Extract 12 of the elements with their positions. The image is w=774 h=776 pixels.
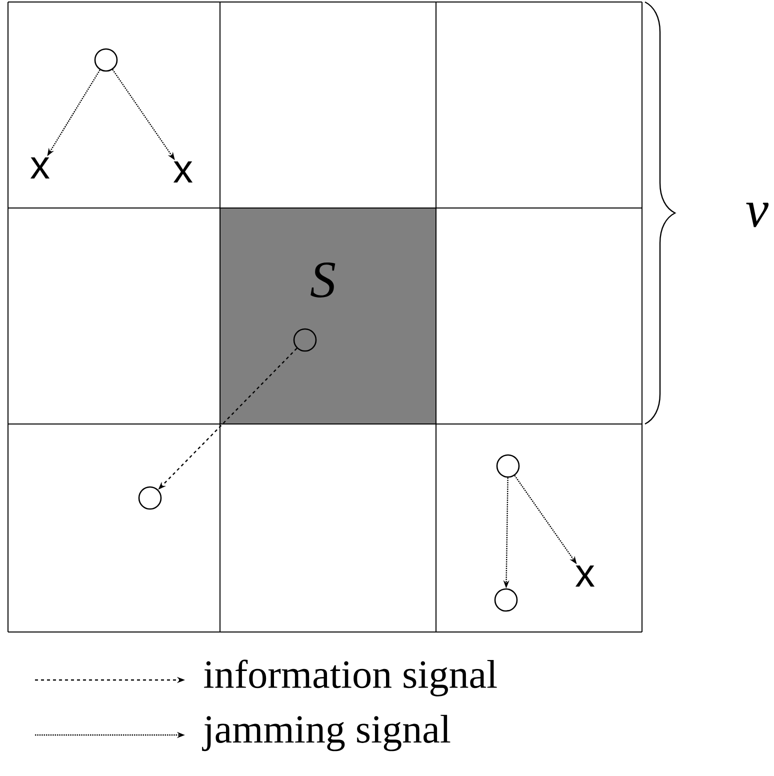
- legend-text: information signal: [204, 660, 497, 696]
- brace-label: v: [746, 202, 769, 228]
- circle-marker: [138, 486, 162, 510]
- x-marker: x: [30, 157, 50, 179]
- legend-text: jamming signal: [202, 714, 450, 752]
- cell-label: S: [310, 262, 336, 298]
- x-marker: x: [173, 161, 193, 183]
- circle-marker: [293, 328, 317, 352]
- circle-marker: [496, 454, 520, 478]
- circle-marker: [494, 588, 518, 612]
- circle-marker: [94, 48, 118, 72]
- x-marker: x: [575, 565, 595, 587]
